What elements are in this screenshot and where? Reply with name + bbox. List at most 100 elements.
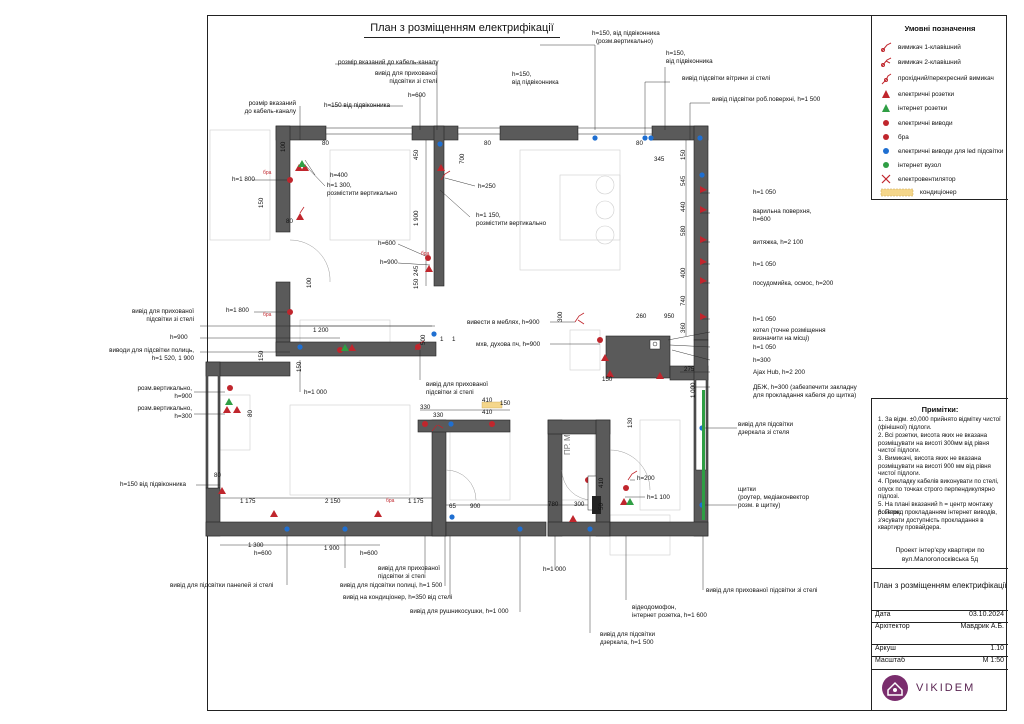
dim-300b: 300 (574, 501, 585, 508)
note-a19b: h=600 (753, 216, 771, 223)
note-a17: h=900 (380, 259, 398, 266)
note-a6: розмір вказаний до кабель-каналу (338, 59, 439, 66)
note-a48: вивід для підсвітки полиці, h=1 500 (340, 582, 443, 589)
note-a2: h=150, (666, 50, 686, 57)
note-a53: вивід для підсвітки (600, 631, 656, 638)
note-a11: h=400 (330, 172, 348, 179)
row-scale: Масштаб М 1:50 (872, 656, 1008, 670)
ac-icon (880, 187, 914, 197)
note-a30: мхв, духова пч, h=900 (476, 341, 541, 348)
sconce-label-3: бра (421, 251, 430, 257)
dim-300a: 300 (557, 311, 564, 322)
note-a36b: підсвітки зі стелі (426, 389, 474, 396)
note-a46: вивід для прихованої (378, 565, 441, 572)
note-a43c: розм. в щитку) (738, 502, 781, 509)
note-a52b: інтернет розетка, h=1 600 (632, 612, 707, 619)
note-a16: h=600 (378, 240, 396, 247)
legend-internet-node: інтернет вузол (880, 160, 941, 170)
note-a21: h=1 050 (753, 261, 776, 268)
dim-80c: 80 (484, 140, 491, 147)
note-a10: h=600 (408, 92, 426, 99)
dim-80b: 80 (322, 140, 329, 147)
note-a1b: (розм.вертикально) (596, 38, 653, 45)
scale-label: Масштаб (875, 657, 905, 664)
note-a15b: розмістити вертикально (476, 220, 547, 227)
dim-260: 260 (636, 313, 647, 320)
note-a29: вивести в меблях, h=900 (467, 319, 540, 326)
title-block: Проект інтер'єру квартири по вул.Малогол… (871, 538, 1008, 711)
note-a40: вивід для підсвітки (738, 421, 794, 428)
note-a37b: h=900 (174, 393, 192, 400)
note-a43b: (роутер, медіаконвектор (738, 494, 809, 501)
dim-780: 780 (548, 501, 559, 508)
note-a42: h=1 100 (647, 494, 670, 501)
company-logo: VIKIDEM (882, 675, 975, 701)
note-6: 6. Перед прокладанням інтернет виводів, … (878, 509, 998, 531)
date-value: 03.10.2024 (968, 611, 1004, 618)
note-a28: ДБЖ, h=300 (забезпечити закладну (753, 384, 857, 391)
dim-900: 900 (470, 503, 481, 510)
note-3: 3. Вимикачі, висота яких не вказана розм… (878, 455, 991, 477)
note-a1: h=150, від підвіконника (592, 30, 660, 37)
dim-150d: 150 (602, 376, 613, 383)
sconce-label-2: бра (263, 312, 272, 318)
note-a47: вивід для підсвітки панелей зі стелі (170, 582, 274, 589)
house-logo-icon (882, 675, 908, 701)
note-a51: вивід для рушникосушки, h=1 000 (410, 608, 509, 615)
dim-1900b: 1 900 (324, 545, 340, 552)
note-a39: h=150 від підвіконника (120, 481, 187, 488)
sheet-title-row: План з розміщенням електрифікації (872, 568, 1008, 609)
dim-1175a: 1 175 (240, 498, 256, 505)
note-a8: розмір вказаний (248, 100, 296, 107)
dim-410a: 410 (482, 397, 493, 404)
note-4: 4. Прикладку кабелів виконувати по стелі… (878, 478, 999, 500)
note-1: 1. За відм. ±0,000 прийнято відмітку чис… (878, 416, 1001, 431)
dim-80e: 80 (247, 410, 254, 417)
dim-440: 440 (680, 201, 687, 212)
note-a31b: підсвітки зі стелі (146, 316, 194, 323)
note-a43: щитки (738, 486, 756, 493)
note-a50: h=1 000 (543, 566, 566, 573)
note-a3b: від підвіконника (512, 79, 559, 86)
architect-label: Архітектор (875, 623, 910, 630)
sconce-label-1: бра (263, 170, 272, 176)
note-a45: h=600 (360, 550, 378, 557)
note-a53b: дзеркала, h=1 500 (600, 639, 654, 646)
note-a31: вивід для прихованої (131, 308, 194, 315)
dim-950: 950 (664, 313, 675, 320)
dim-450: 450 (413, 149, 420, 160)
logo-text: VIKIDEM (916, 682, 976, 694)
dim-1a: 1 (440, 336, 444, 343)
dim-130: 130 (627, 417, 634, 428)
note-a27: Ajax Hub, h=2 200 (753, 369, 805, 376)
switch-2-icon (880, 57, 892, 67)
note-5: 5. На плані вказаний h = центр монтажу р… (878, 501, 993, 516)
note-a18: h=1 050 (753, 189, 776, 196)
notes-title: Примітки: (921, 405, 959, 414)
notes: Примітки: 1. За відм. ±0,000 прийнято ві… (871, 398, 1008, 539)
switch-1-icon (880, 42, 892, 52)
note-2: 2. Всі розетки, висота яких не вказана р… (878, 432, 990, 454)
row-sheet: Аркуш 1.10 (872, 644, 1008, 657)
dim-1900: 1 900 (413, 210, 420, 226)
dim-580: 580 (680, 225, 687, 236)
dim-80a: 80 (286, 218, 293, 225)
socket-icon (880, 89, 892, 99)
note-a2b: від підвіконника (666, 58, 713, 65)
dim-150f: 150 (296, 361, 303, 372)
dim-360: 360 (680, 322, 687, 333)
note-a24: котел (точне розміщення (753, 327, 826, 334)
note-a13: h=1 800 (232, 176, 255, 183)
note-a36: вивід для прихованої (426, 381, 489, 388)
note-a7b: підсвітки зі стелі (389, 78, 437, 85)
note-a49: вивід на кондиціонер, h=350 від стелі (343, 594, 453, 601)
dim-100a: 100 (280, 141, 287, 152)
note-a46b: підсвітки зі стелі (378, 573, 426, 580)
legend-internet-socket: інтернет розетки (880, 103, 947, 113)
legend: Умовні позначення вимикач 1-клавішний ви… (871, 15, 1008, 200)
note-a35: h=1 000 (304, 389, 327, 396)
note-a34: виводи для підсвітки полиць, (109, 347, 194, 354)
row-date: Дата 03.10.2024 (872, 610, 1008, 623)
dim-410c: 410 (598, 477, 605, 488)
note-a22: посудомийка, осмос, h=200 (753, 280, 834, 287)
